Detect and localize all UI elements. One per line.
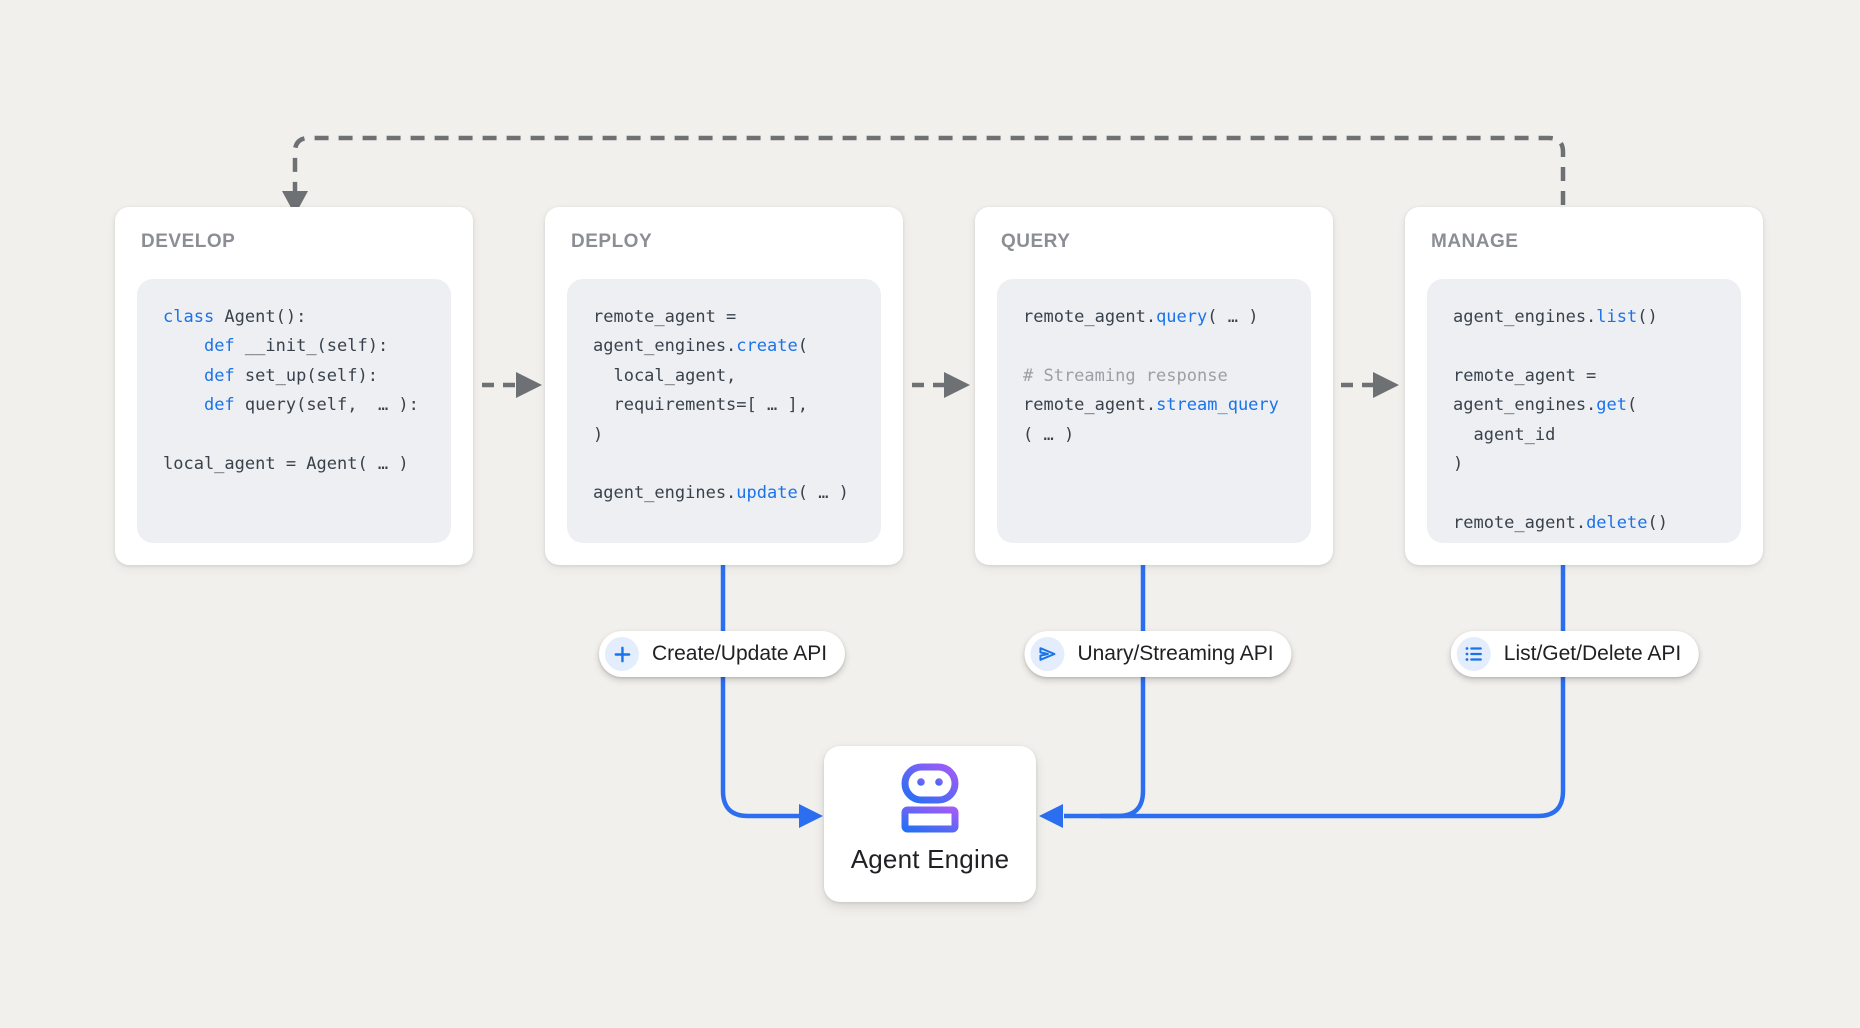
code-line: # Streaming response — [1023, 365, 1228, 386]
deploy-card-title: DEPLOY — [571, 231, 653, 252]
deploy-card: DEPLOY remote_agent = agent_engines.creat… — [545, 207, 903, 565]
unary-streaming-api-label: Unary/Streaming API — [1077, 642, 1274, 665]
code-line: def set_up(self): — [203, 365, 378, 386]
code-line: class Agent(): — [163, 307, 307, 327]
list-icon — [1456, 637, 1491, 671]
code-line — [1023, 332, 1303, 361]
code-line — [593, 450, 873, 479]
list-get-delete-api-badge: List/Get/Delete API — [1450, 631, 1700, 677]
line-manage-to-engine — [1100, 565, 1566, 819]
query-card: QUERY remote_agent.query( … ) # Streamin… — [975, 207, 1333, 565]
code-line: agent_engines.get( — [1453, 395, 1638, 416]
arrow-query-to-manage-head-icon — [1373, 372, 1399, 398]
code-line — [1453, 479, 1733, 508]
code-line: remote_agent = — [593, 307, 737, 327]
line-query-manage-to-engine-head-icon — [1039, 804, 1063, 828]
code-line: agent_engines.list() — [1453, 307, 1658, 327]
send-icon — [1030, 637, 1065, 671]
code-line: agent_engines.create( — [593, 336, 808, 357]
code-line: local_agent, — [593, 365, 737, 386]
robot-icon — [901, 763, 959, 833]
code-line: def __init_(self): — [203, 336, 389, 357]
code-line: ) — [1453, 453, 1464, 474]
code-line: local_agent = Agent( … ) — [163, 453, 409, 474]
line-deploy-to-engine-head-icon — [799, 804, 823, 828]
deploy-code-block: remote_agent = agent_engines.create( loca… — [567, 279, 881, 543]
develop-code-block: class Agent(): def __init_(self): def se… — [137, 279, 451, 543]
manage-code-block: agent_engines.list() remote_agent = agent… — [1427, 279, 1741, 543]
code-line: requirements=[ … ], — [593, 395, 808, 416]
code-line: ( … ) — [1023, 424, 1075, 445]
agent-engine-label: Agent Engine — [850, 844, 1010, 874]
code-line — [163, 421, 443, 450]
query-card-title: QUERY — [1001, 231, 1071, 252]
code-line: ) — [593, 424, 604, 445]
unary-streaming-api-badge: Unary/Streaming API — [1024, 631, 1292, 677]
code-line: agent_id — [1453, 424, 1556, 445]
list-get-delete-api-label: List/Get/Delete API — [1503, 642, 1682, 665]
create-update-api-badge: Create/Update API — [598, 631, 846, 677]
code-line: agent_engines.update( … ) — [593, 483, 849, 504]
code-line — [1453, 332, 1733, 361]
develop-card-title: DEVELOP — [141, 231, 236, 252]
code-line: remote_agent.query( … ) — [1023, 307, 1259, 327]
agent-engine-node: Agent Engine — [824, 746, 1036, 902]
create-update-api-label: Create/Update API — [651, 642, 828, 665]
code-line: remote_agent = — [1453, 365, 1597, 386]
line-deploy-to-engine — [720, 565, 800, 819]
line-query-to-engine — [1064, 565, 1146, 819]
code-line: def query(self, … ): — [203, 395, 419, 416]
plus-icon — [604, 637, 639, 671]
query-code-block: remote_agent.query( … ) # Streaming resp… — [997, 279, 1311, 543]
arrow-deploy-to-query-head-icon — [944, 372, 970, 398]
manage-card: MANAGE agent_engines.list() remote_agent… — [1405, 207, 1763, 565]
manage-card-title: MANAGE — [1431, 231, 1519, 252]
loop-manage-to-develop-dashed-line — [292, 135, 1566, 205]
develop-card: DEVELOP class Agent(): def __init_(self)… — [115, 207, 473, 565]
code-line: remote_agent.delete() — [1453, 512, 1668, 533]
arrow-develop-to-deploy-head-icon — [516, 372, 542, 398]
loop-arrowhead-down-icon — [282, 191, 308, 215]
code-line: remote_agent.stream_query — [1023, 395, 1279, 416]
